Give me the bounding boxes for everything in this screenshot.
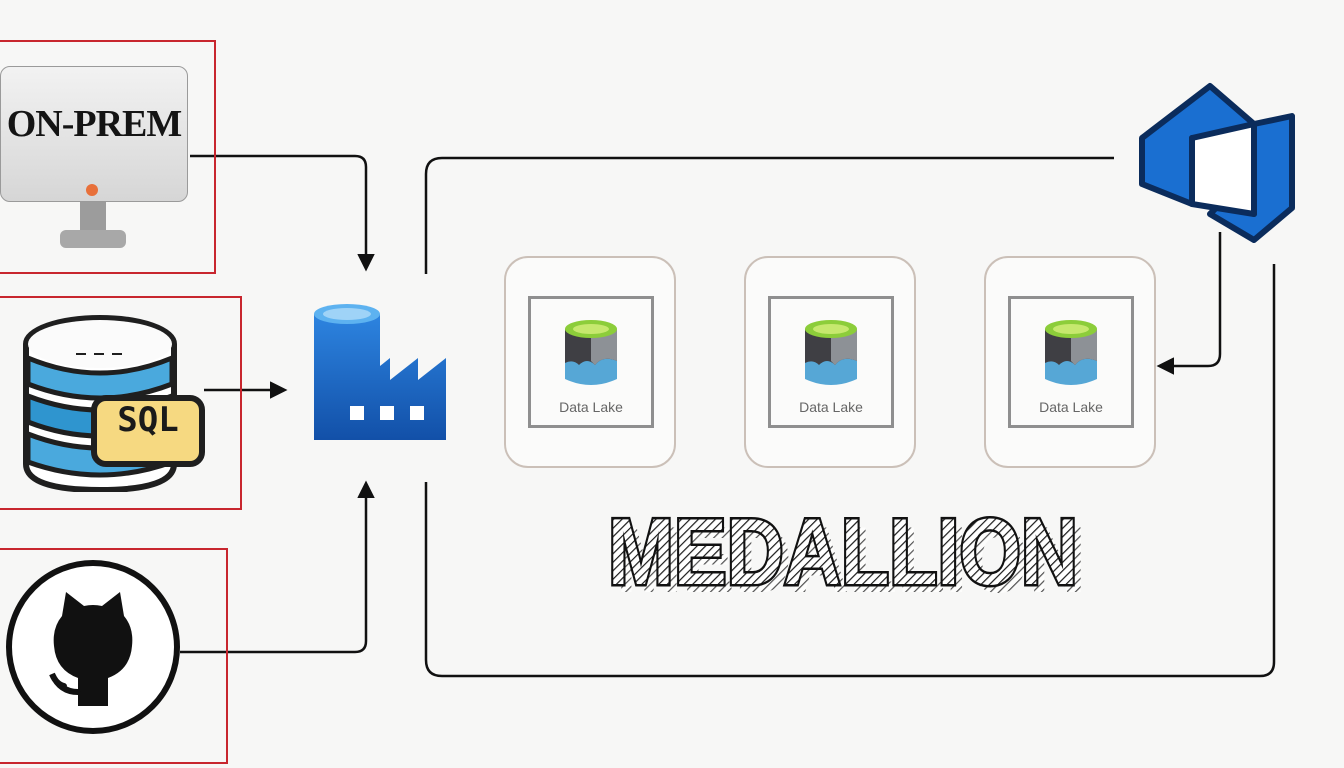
power-indicator — [86, 184, 98, 196]
onprem-source-box — [0, 40, 216, 274]
monitor-stand — [60, 202, 126, 248]
azure-devops-icon — [1139, 83, 1295, 243]
data-lake-card-3: Data Lake — [984, 256, 1156, 468]
data-lake-icon — [805, 320, 857, 385]
data-lake-icon — [565, 320, 617, 385]
data-lake-frame: Data Lake — [768, 296, 894, 428]
sql-label: SQL — [117, 400, 179, 440]
pipeline-loop — [424, 156, 1114, 274]
medallion-title-shadow: MEDALLION — [616, 507, 1086, 612]
sql-source-box — [0, 296, 242, 510]
medallion-title: MEDALLION MEDALLION — [606, 497, 1086, 613]
github-source-box — [0, 548, 228, 764]
data-lake-label: Data Lake — [1039, 399, 1103, 415]
devops-connector — [1156, 232, 1222, 375]
github-icon — [6, 560, 180, 734]
monitor-screen: ON-PREM — [0, 66, 188, 202]
data-lake-label: Data Lake — [799, 399, 863, 415]
medallion-title-text: MEDALLION — [608, 499, 1078, 604]
pipeline-loop-bottom — [424, 264, 1276, 678]
onprem-connector — [190, 154, 375, 272]
database-icon — [23, 315, 205, 492]
onprem-label: ON-PREM — [6, 103, 183, 145]
data-lake-card-1: Data Lake — [504, 256, 676, 468]
data-lake-label: Data Lake — [559, 399, 623, 415]
data-lake-card-2: Data Lake — [744, 256, 916, 468]
data-lake-frame: Data Lake — [1008, 296, 1134, 428]
data-lake-frame: Data Lake — [528, 296, 654, 428]
data-lake-icon — [1045, 320, 1097, 385]
github-connector — [180, 480, 375, 654]
data-factory-icon — [314, 304, 446, 440]
